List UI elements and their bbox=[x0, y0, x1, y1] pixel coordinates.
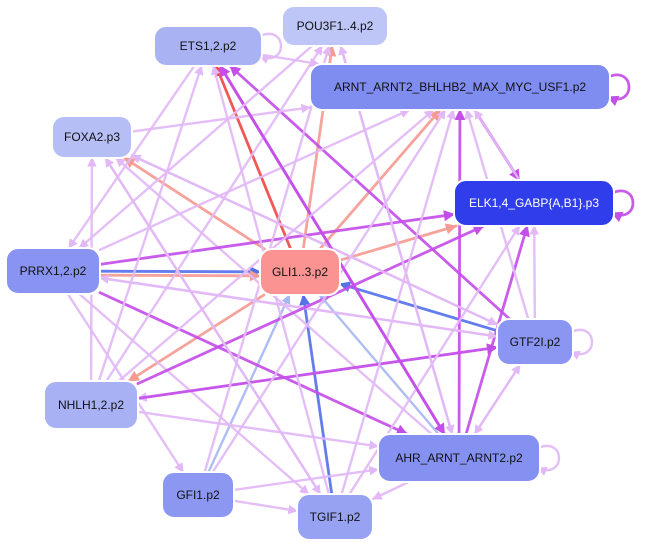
edge-ahr-to-tgif bbox=[371, 480, 410, 501]
edge-tgif-to-gli bbox=[299, 293, 334, 496]
node-label: AHR_ARNT_ARNT2.p2 bbox=[395, 451, 523, 465]
node-box bbox=[496, 318, 574, 366]
edge-elk-to-arnt bbox=[473, 108, 521, 182]
edge-foxa-to-gtf bbox=[130, 154, 499, 326]
node-ahr[interactable]: AHR_ARNT_ARNT2.p2 bbox=[377, 433, 541, 483]
node-box bbox=[161, 471, 235, 519]
edge-prrx-to-arnt bbox=[98, 108, 411, 251]
edge-nhlh-to-ets bbox=[97, 64, 204, 383]
edge-arnt-to-arnt bbox=[606, 73, 631, 107]
node-box bbox=[377, 433, 541, 483]
node-label: ARNT_ARNT2_BHLHB2_MAX_MYC_USF1.p2 bbox=[334, 80, 586, 94]
edge-prrx-to-gli bbox=[98, 266, 262, 278]
node-label: GTF2I.p2 bbox=[510, 335, 561, 349]
edge-ets-to-arnt bbox=[260, 53, 320, 68]
node-box bbox=[453, 179, 615, 227]
node-box bbox=[43, 380, 139, 430]
node-box bbox=[259, 248, 341, 296]
node-prrx[interactable]: PRRX1,2.p2 bbox=[5, 247, 101, 295]
edge-gtf-to-gli bbox=[338, 281, 499, 333]
node-pou[interactable]: POU3F1..4.p2 bbox=[281, 5, 389, 47]
node-box bbox=[51, 115, 133, 159]
node-box bbox=[309, 63, 611, 111]
edge-nhlh-to-pou bbox=[105, 44, 324, 383]
edge-gfi-to-tgif bbox=[232, 499, 299, 515]
node-label: GLI1..3.p2 bbox=[272, 265, 328, 279]
node-elk[interactable]: ELK1,4_GABP{A,B1}.p3 bbox=[453, 179, 615, 227]
edge-gtf-to-gtf bbox=[569, 328, 594, 360]
node-foxa[interactable]: FOXA2.p3 bbox=[51, 115, 133, 159]
edge-ets-to-ets bbox=[258, 32, 283, 64]
node-label: NHLH1,2.p2 bbox=[58, 398, 124, 412]
node-box bbox=[296, 493, 374, 541]
edge-tgif-to-arnt bbox=[340, 108, 456, 496]
node-tgif[interactable]: TGIF1.p2 bbox=[296, 493, 374, 541]
node-label: ETS1,2.p2 bbox=[180, 39, 237, 53]
edge-pou-to-prrx bbox=[78, 44, 314, 250]
node-label: POU3F1..4.p2 bbox=[297, 19, 374, 33]
nodes-layer: ETS1,2.p2 POU3F1..4.p2ARNT_ARNT2_BHLHB2_M… bbox=[5, 5, 615, 541]
edge-gfi-to-ahr bbox=[232, 465, 380, 492]
edge-prrx-to-elk bbox=[98, 210, 456, 266]
edge-nhlh-to-elk bbox=[136, 224, 485, 385]
node-nhlh[interactable]: NHLH1,2.p2 bbox=[43, 380, 139, 430]
node-arnt[interactable]: ARNT_ARNT2_BHLHB2_MAX_MYC_USF1.p2 bbox=[309, 63, 611, 111]
node-gli[interactable]: GLI1..3.p2 bbox=[259, 248, 341, 296]
edge-prrx-to-ahr bbox=[98, 291, 409, 436]
node-label: PRRX1,2.p2 bbox=[20, 264, 87, 278]
edge-gtf-to-elk bbox=[529, 224, 540, 321]
edge-ahr-to-ahr bbox=[536, 444, 561, 476]
edge-gtf-to-ahr bbox=[473, 363, 522, 436]
edge-gli-to-ets bbox=[214, 64, 293, 251]
node-box bbox=[281, 5, 389, 47]
edge-gtf-to-ets bbox=[228, 64, 511, 321]
node-box bbox=[5, 247, 101, 295]
node-box bbox=[153, 25, 263, 67]
edge-prrx-to-tgif bbox=[78, 292, 310, 496]
node-label: ELK1,4_GABP{A,B1}.p3 bbox=[469, 196, 599, 210]
node-label: GFI1.p2 bbox=[176, 488, 220, 502]
edge-nhlh-to-ahr bbox=[136, 410, 380, 450]
node-gtf[interactable]: GTF2I.p2 bbox=[496, 318, 574, 366]
node-label: FOXA2.p3 bbox=[64, 130, 120, 144]
edge-nhlh-to-arnt bbox=[117, 108, 435, 383]
node-ets[interactable]: ETS1,2.p2 bbox=[153, 25, 263, 67]
edge-elk-to-elk bbox=[610, 189, 635, 223]
node-gfi[interactable]: GFI1.p2 bbox=[161, 471, 235, 519]
edge-gli-to-foxa bbox=[122, 156, 266, 251]
edge-ets-to-prrx bbox=[67, 64, 196, 250]
edge-foxa-to-tgif bbox=[104, 156, 322, 496]
node-label: TGIF1.p2 bbox=[310, 510, 361, 524]
